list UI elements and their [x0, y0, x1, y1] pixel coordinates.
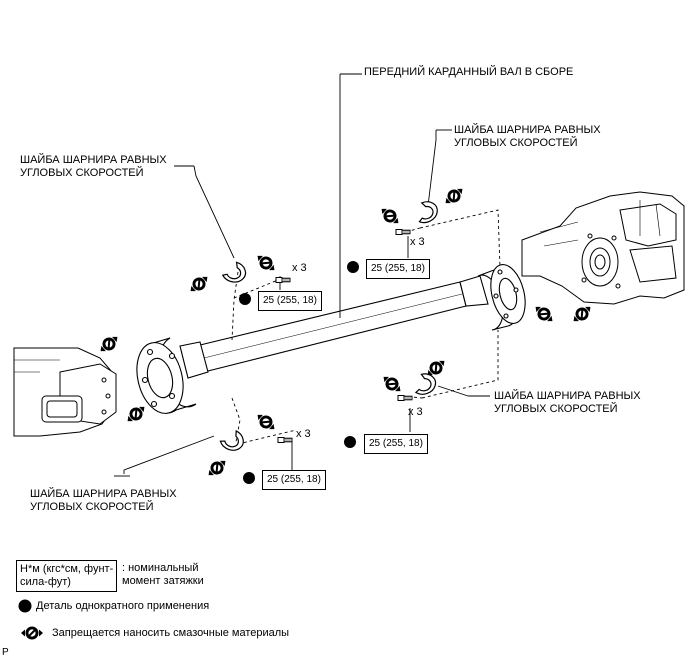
legend-no-grease-text: Запрещается наносить смазочные материалы [52, 627, 290, 639]
no-grease-icon [185, 270, 213, 298]
no-grease-icon [376, 202, 404, 230]
cv-washer-upper-left [221, 259, 249, 286]
single-use-icon [239, 293, 251, 305]
bolt-lower-right [397, 395, 413, 401]
single-use-icon [344, 436, 356, 448]
qty-lower-left: x 3 [296, 428, 311, 440]
no-grease-icon [252, 408, 280, 436]
torque-spec-upper-left: 25 (255, 18) [258, 291, 322, 311]
leader-lines [114, 73, 490, 477]
no-grease-icon [530, 300, 558, 328]
torque-spec-lower-left: 25 (255, 18) [262, 470, 326, 490]
qty-lower-right: x 3 [408, 406, 423, 418]
bolt-upper-right [395, 229, 411, 235]
cv-washer-lower-right [411, 370, 439, 397]
legend-single-use-icon [18, 599, 32, 613]
qty-upper-right: x 3 [410, 236, 425, 248]
legend-unit-desc: : номинальный момент затяжки [122, 562, 204, 587]
single-use-icon [243, 472, 255, 484]
front-differential [521, 191, 685, 305]
no-grease-icon [378, 370, 406, 398]
legend-unit-box: Н*м (кгс*см, фунт- сила-фут) [16, 560, 118, 592]
qty-upper-left: x 3 [292, 262, 307, 274]
label-cv-washer-lower-left: ШАЙБА ШАРНИРА РАВНЫХ УГЛОВЫХ СКОРОСТЕЙ [30, 488, 177, 513]
no-grease-icon [203, 454, 231, 482]
label-propeller-shaft-assembly: ПЕРЕДНИЙ КАРДАННЫЙ ВАЛ В СБОРЕ [364, 66, 574, 78]
left-transfer-housing [13, 347, 117, 437]
footer-letter: P [2, 647, 9, 658]
no-grease-icon [95, 330, 123, 358]
cv-washer-lower-left [218, 426, 248, 455]
label-cv-washer-upper-right: ШАЙБА ШАРНИРА РАВНЫХ УГЛОВЫХ СКОРОСТЕЙ [454, 124, 601, 149]
bolt-lower-left [277, 437, 293, 443]
legend-no-grease-icon [20, 625, 44, 641]
no-grease-icon [568, 300, 596, 328]
no-grease-icon [252, 249, 280, 277]
no-grease-icon [440, 182, 468, 210]
torque-spec-upper-right: 25 (255, 18) [366, 259, 430, 279]
bolt-upper-left [275, 277, 291, 283]
propeller-shaft [136, 264, 526, 414]
single-use-icon [347, 261, 359, 273]
legend-single-use-text: Деталь однократного применения [36, 600, 210, 612]
label-cv-washer-upper-left: ШАЙБА ШАРНИРА РАВНЫХ УГЛОВЫХ СКОРОСТЕЙ [20, 154, 167, 179]
no-grease-icon [122, 400, 150, 428]
label-cv-washer-lower-right: ШАЙБА ШАРНИРА РАВНЫХ УГЛОВЫХ СКОРОСТЕЙ [494, 390, 641, 415]
torque-spec-lower-right: 25 (255, 18) [364, 434, 428, 454]
cv-washer-upper-right [412, 197, 442, 226]
